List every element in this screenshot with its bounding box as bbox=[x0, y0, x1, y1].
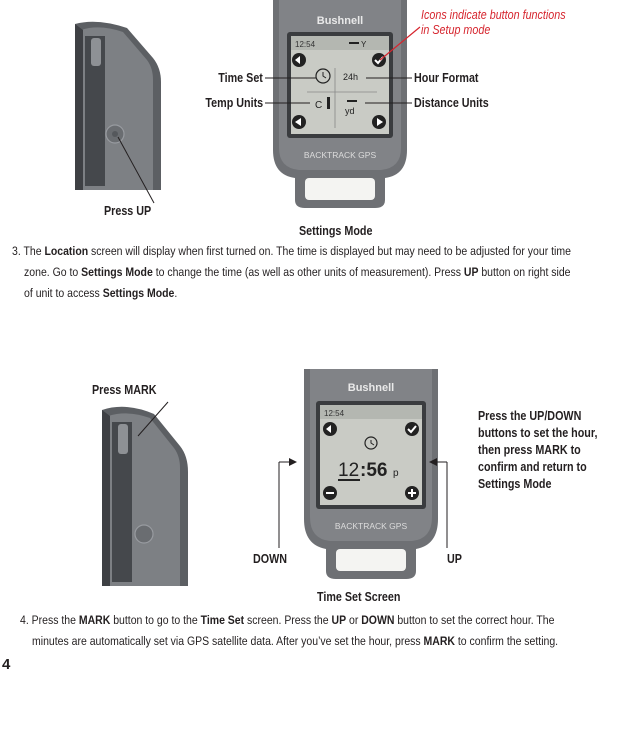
up-label: UP bbox=[447, 552, 462, 566]
device-front-timeset: Bushnell 12:54 12 :56 p BACKTRACK GPS bbox=[296, 369, 446, 581]
check-icon bbox=[372, 53, 386, 67]
svg-text:24h: 24h bbox=[343, 72, 358, 82]
settings-mode-caption: Settings Mode bbox=[299, 224, 373, 238]
svg-text:12:54: 12:54 bbox=[324, 409, 345, 418]
svg-text:Bushnell: Bushnell bbox=[348, 382, 394, 394]
side-view-photo-1 bbox=[57, 18, 165, 190]
svg-text:C: C bbox=[315, 100, 322, 111]
brand-logo: Bushnell bbox=[317, 15, 363, 27]
clock-icon bbox=[315, 68, 331, 84]
figure2-bracket-lines bbox=[278, 458, 448, 548]
hour-format-label: Hour Format bbox=[414, 71, 479, 85]
distance-units-label: Distance Units bbox=[414, 96, 489, 110]
page-number: 4 bbox=[2, 656, 11, 673]
press-up-leader bbox=[110, 135, 170, 210]
side-view-photo-2 bbox=[92, 402, 193, 586]
svg-text:p: p bbox=[393, 468, 399, 479]
press-mark-label: Press MARK bbox=[92, 383, 157, 397]
svg-text:BACKTRACK GPS: BACKTRACK GPS bbox=[335, 521, 408, 531]
device-front-settings: Bushnell 12:54 Y 24h C yd BACKTRACK GPS bbox=[265, 0, 415, 210]
svg-text:12: 12 bbox=[338, 460, 359, 481]
icons-note: Icons indicate button functions in Setup… bbox=[421, 8, 566, 37]
clock-icon bbox=[364, 436, 378, 450]
thermometer-icon bbox=[327, 97, 330, 109]
svg-text::56: :56 bbox=[360, 460, 387, 481]
step-3-paragraph: 3. The Location screen will display when… bbox=[12, 244, 571, 300]
temp-units-label: Temp Units bbox=[205, 96, 263, 110]
check-icon bbox=[405, 422, 419, 436]
svg-text:Y: Y bbox=[361, 40, 367, 49]
time-set-caption: Time Set Screen bbox=[317, 590, 401, 604]
svg-text:12:54: 12:54 bbox=[295, 40, 316, 49]
time-set-note: Press the UP/DOWN buttons to set the hou… bbox=[478, 409, 598, 491]
time-set-label: Time Set bbox=[218, 71, 263, 85]
down-label: DOWN bbox=[253, 552, 288, 566]
step-4-paragraph: 4. Press the MARK button to go to the Ti… bbox=[20, 613, 559, 648]
figure1-leader-lines bbox=[265, 26, 421, 104]
svg-text:yd: yd bbox=[345, 106, 355, 116]
press-up-label: Press UP bbox=[104, 204, 152, 218]
model-logo: BACKTRACK GPS bbox=[304, 150, 377, 160]
press-mark-leader bbox=[130, 400, 180, 445]
